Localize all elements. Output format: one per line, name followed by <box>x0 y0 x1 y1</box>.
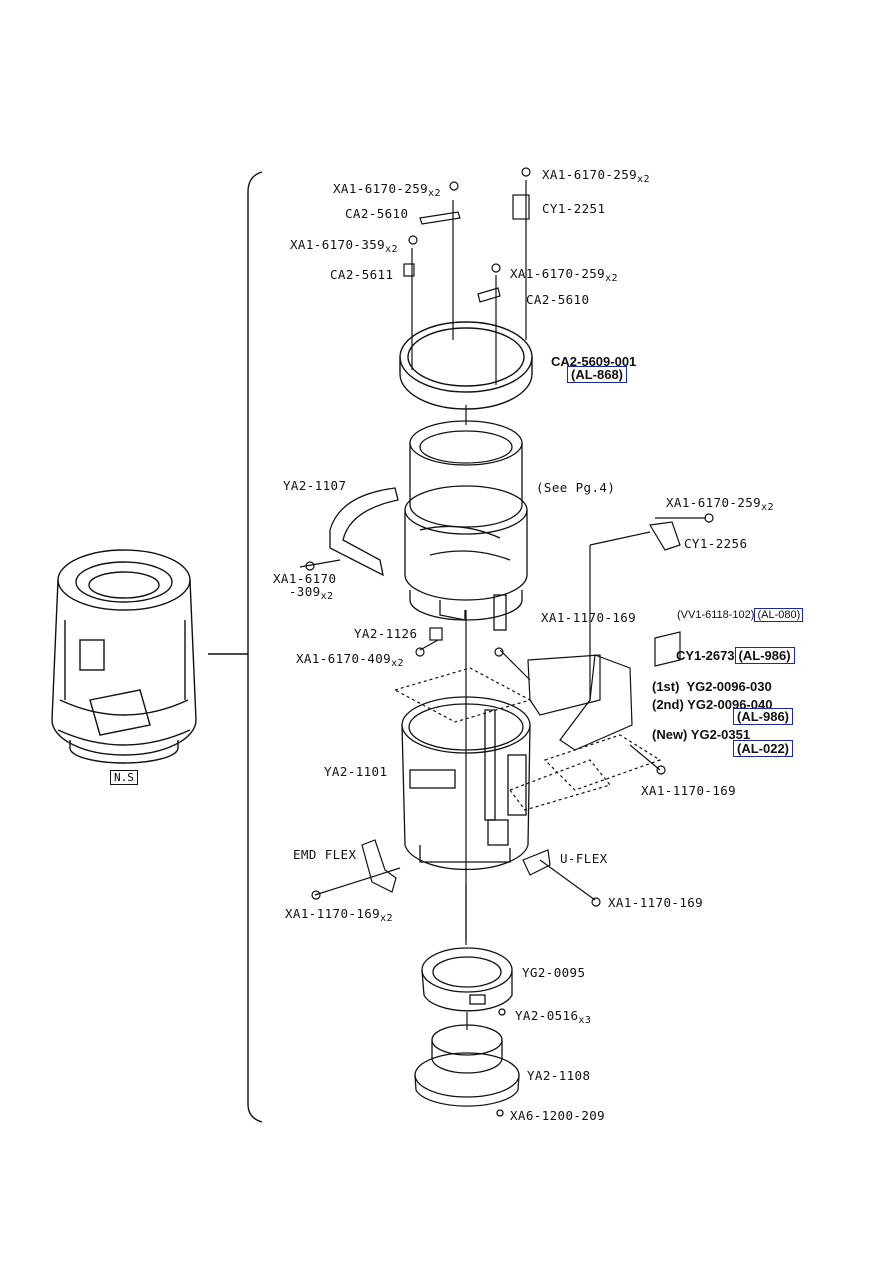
label-screw-cy-2256: XA1-6170-259x2 <box>666 495 774 513</box>
label-yg2-2nd: (2nd) YG2-0096-040 <box>652 697 773 712</box>
label-screw-1170-c: XA1-1170-169x2 <box>285 906 393 924</box>
focus-unit <box>404 420 528 631</box>
label-cy1-2256: CY1-2256 <box>684 536 748 551</box>
label-ca2-5610-a: CA2-5610 <box>345 206 409 221</box>
flex-boards <box>527 654 633 751</box>
label-cy1-2673: CY1-2673(AL-986) <box>676 647 795 664</box>
label-ya2-0516: YA2-0516x3 <box>515 1008 592 1026</box>
strip-ya2-1107 <box>329 487 399 577</box>
label-ca2-5611: CA2-5611 <box>330 267 394 282</box>
group-bracket <box>247 171 263 1123</box>
label-screw-409: XA1-6170-409x2 <box>296 651 404 669</box>
label-ya2-1108: YA2-1108 <box>527 1068 591 1083</box>
label-yg2-1st: (1st) YG2-0096-030 <box>652 679 772 694</box>
main-barrel-ya2-1101 <box>401 696 531 871</box>
label-screw-top-left: XA1-6170-259x2 <box>333 181 441 199</box>
label-screw-1170-a: XA1-1170-169 <box>541 610 637 625</box>
label-cy1-2251: CY1-2251 <box>542 201 606 216</box>
label-yg2-0095: YG2-0095 <box>522 965 586 980</box>
ref-al-868: (AL-868) <box>567 366 628 383</box>
label-screw-1170-b: XA1-1170-169 <box>641 783 737 798</box>
label-ya2-1101: YA2-1101 <box>324 764 388 779</box>
ring-ca2-5609 <box>399 321 533 410</box>
small-parts-top <box>305 167 714 907</box>
label-emd-flex: EMD FLEX <box>293 847 357 862</box>
label-ca2-5609: CA2-5609-001 <box>551 354 637 369</box>
label-ya2-1126: YA2-1126 <box>354 626 418 641</box>
label-yg2-new: (New) YG2-0351 <box>652 727 751 742</box>
label-screw-1170-d: XA1-1170-169 <box>608 895 704 910</box>
label-screw-top-right: XA1-6170-259x2 <box>542 167 650 185</box>
label-u-flex: U-FLEX <box>560 851 608 866</box>
rear-cover-ya2-1108 <box>414 1024 520 1117</box>
label-xa6: XA6-1200-209 <box>510 1108 606 1123</box>
label-see-pg: (See Pg.4) <box>536 480 616 495</box>
ref-al-986-a: (AL-986) <box>734 647 795 664</box>
ref-al-080: (AL-080) <box>754 608 804 622</box>
emd-u-flex <box>361 839 551 893</box>
mount-ring-yg2-0095 <box>421 947 513 1016</box>
label-screw-359: XA1-6170-359x2 <box>290 237 398 255</box>
ref-al-022: (AL-022) <box>733 740 794 757</box>
label-ns: N.S <box>110 770 138 785</box>
ref-al-986-b: (AL-986) <box>733 708 794 725</box>
label-screw-309: XA1-6170 -309x2 <box>273 571 337 602</box>
label-ca2-5610-b: CA2-5610 <box>526 292 590 307</box>
label-vv1: (VV1-6118-102)(AL-080) <box>677 608 804 622</box>
label-ya2-1107: YA2-1107 <box>283 478 347 493</box>
assembled-lens-illustration <box>51 549 197 764</box>
label-screw-mid: XA1-6170-259x2 <box>510 266 618 284</box>
